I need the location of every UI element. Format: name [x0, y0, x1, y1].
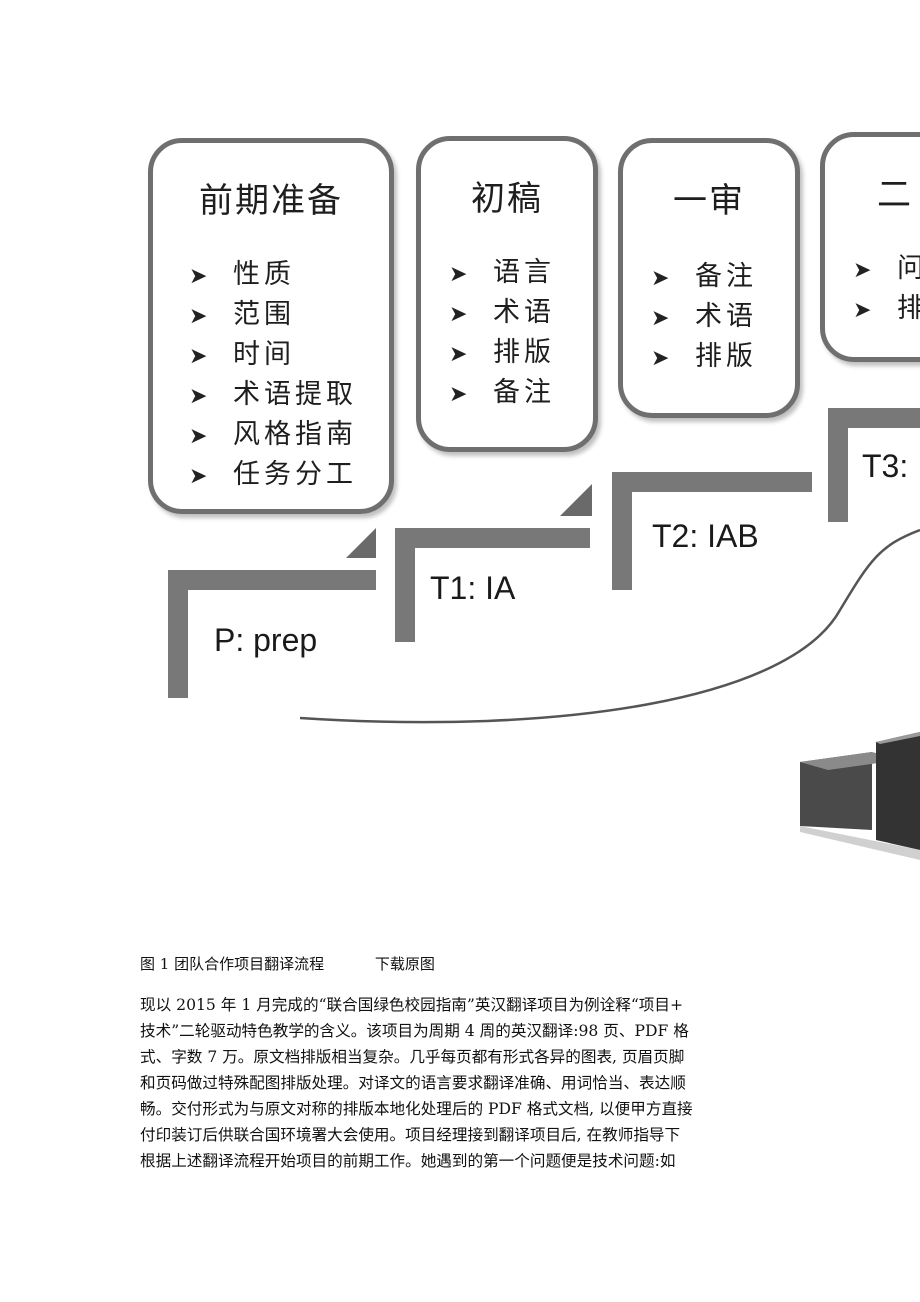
block-shadow	[800, 826, 920, 860]
arrow-icon: ➤	[189, 264, 212, 289]
list-item: ➤备注	[651, 257, 757, 297]
download-original-link[interactable]: 下载原图	[374, 955, 435, 973]
step-bar-t1	[395, 528, 590, 642]
arrow-icon: ➤	[189, 384, 212, 409]
arrow-icon: ➤	[189, 304, 212, 329]
arrow-icon: ➤	[189, 424, 212, 449]
figure-caption: 图 1 团队合作项目翻译流程 下载原图	[140, 953, 435, 974]
staircase-graphic	[168, 408, 920, 860]
block-small-front	[800, 752, 872, 830]
list-item: ➤任务分工	[189, 455, 357, 495]
paragraph-line: 付印装订后供联合国环境署大会使用。项目经理接到翻译项目后, 在教师指导下	[140, 1126, 681, 1144]
stage-item-list: ➤语言 ➤术语 ➤排版 ➤备注	[449, 253, 555, 413]
step-bar-p	[168, 570, 376, 698]
arrow-icon: ➤	[449, 302, 472, 327]
arrow-icon: ➤	[651, 346, 674, 371]
stage-item-list: ➤性质 ➤范围 ➤时间 ➤术语提取 ➤风格指南 ➤任务分工	[189, 255, 357, 495]
arrow-icon: ➤	[449, 342, 472, 367]
workflow-figure: 前期准备 ➤性质 ➤范围 ➤时间 ➤术语提取 ➤风格指南 ➤任务分工 初稿 ➤语…	[148, 132, 920, 860]
block-small-top	[800, 752, 900, 770]
list-item: ➤术语提取	[189, 375, 357, 415]
step-label-t2: T2: IAB	[652, 518, 759, 554]
step-corner-p	[346, 528, 376, 558]
list-item: ➤风格指南	[189, 415, 357, 455]
list-item: ➤排版	[449, 333, 555, 373]
progress-curve	[299, 528, 920, 724]
stage-title: 一审	[673, 181, 745, 221]
arrow-icon: ➤	[651, 266, 674, 291]
list-item: ➤备注	[449, 373, 555, 413]
arrow-icon: ➤	[449, 382, 472, 407]
list-item: ➤术语	[651, 297, 757, 337]
arrow-icon: ➤	[189, 344, 212, 369]
stage-box-review-1: 一审 ➤备注 ➤术语 ➤排版	[618, 138, 800, 418]
list-item: ➤术语	[449, 293, 555, 333]
stage-box-draft: 初稿 ➤语言 ➤术语 ➤排版 ➤备注	[416, 136, 598, 452]
stage-box-review-2: 二 ➤问 ➤排	[820, 132, 920, 362]
block-large-front	[876, 732, 920, 850]
stage-item-list: ➤备注 ➤术语 ➤排版	[651, 257, 757, 377]
paragraph-line: 式、字数 7 万。原文档排版相当复杂。几乎每页都有形式各异的图表, 页眉页脚	[140, 1048, 685, 1066]
arrow-icon: ➤	[853, 258, 876, 283]
step-label-p: P: prep	[214, 622, 318, 658]
caption-label: 图 1 团队合作项目翻译流程	[140, 955, 325, 973]
stage-title: 前期准备	[199, 181, 343, 221]
list-item: ➤性质	[189, 255, 357, 295]
step-corner-t1	[560, 484, 592, 516]
arrow-icon: ➤	[651, 306, 674, 331]
list-item: ➤时间	[189, 335, 357, 375]
stage-title: 初稿	[471, 179, 543, 219]
stage-box-prep: 前期准备 ➤性质 ➤范围 ➤时间 ➤术语提取 ➤风格指南 ➤任务分工	[148, 138, 394, 514]
paragraph-line: 技术”二轮驱动特色教学的含义。该项目为周期 4 周的英汉翻译:98 页、PDF …	[140, 1022, 689, 1040]
arrow-icon: ➤	[449, 262, 472, 287]
list-item: ➤排版	[651, 337, 757, 377]
paragraph-line: 根据上述翻译流程开始项目的前期工作。她遇到的第一个问题便是技术问题:如	[140, 1152, 676, 1170]
arrow-icon: ➤	[853, 298, 876, 323]
paragraph-line: 和页码做过特殊配图排版处理。对译文的语言要求翻译准确、用词恰当、表达顺	[140, 1074, 686, 1092]
paragraph-line: 现以 2015 年 1 月完成的“联合国绿色校园指南”英汉翻译项目为例诠释“项目…	[140, 996, 684, 1014]
stage-title: 二	[877, 175, 913, 215]
arrow-icon: ➤	[189, 464, 212, 489]
paragraph-line: 畅。交付形式为与原文对称的排版本地化处理后的 PDF 格式文档, 以便甲方直接	[140, 1100, 693, 1118]
list-item: ➤语言	[449, 253, 555, 293]
list-item: ➤排	[853, 289, 920, 329]
stage-item-list: ➤问 ➤排	[853, 249, 920, 329]
body-paragraph: 现以 2015 年 1 月完成的“联合国绿色校园指南”英汉翻译项目为例诠释“项目…	[140, 992, 790, 1174]
list-item: ➤问	[853, 249, 920, 289]
step-bar-t3	[828, 408, 920, 522]
step-label-t3: T3:	[862, 448, 909, 484]
step-bar-t2	[612, 472, 812, 590]
step-label-t1: T1: IA	[430, 570, 516, 606]
list-item: ➤范围	[189, 295, 357, 335]
block-large-top	[876, 732, 920, 744]
